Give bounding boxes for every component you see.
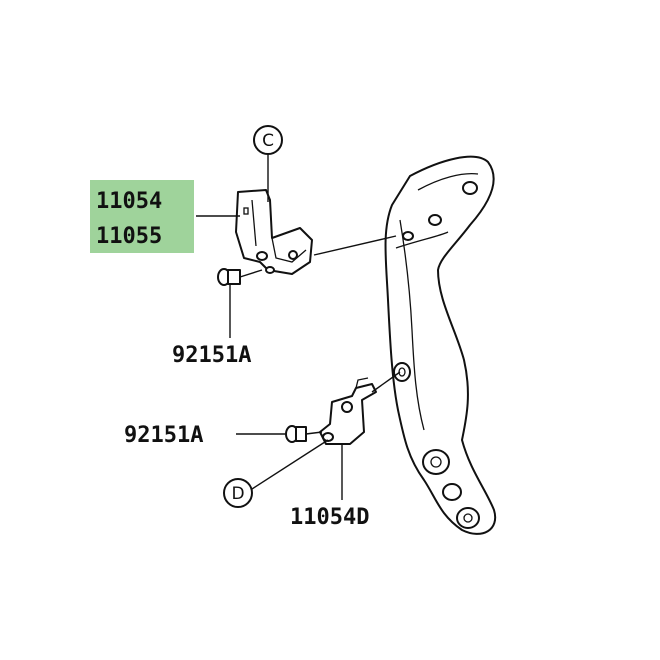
lower-bracket (319, 377, 377, 445)
part-number-11055: 11055 (96, 224, 162, 249)
callout-d-letter: D (231, 484, 244, 504)
part-number-11054d: 11054D (290, 505, 369, 530)
leader-lines (196, 154, 401, 500)
callout-c: C (253, 125, 283, 155)
lower-bolt (285, 425, 323, 443)
part-number-bolt-lower: 92151A (124, 423, 203, 448)
callout-c-letter: C (262, 131, 274, 151)
upper-bracket (235, 189, 313, 275)
part-number-bolt-upper: 92151A (172, 343, 251, 368)
frame-member (384, 155, 497, 535)
part-number-11054: 11054 (96, 189, 162, 214)
part-number-highlight (90, 180, 194, 253)
upper-bolt (217, 268, 263, 286)
callout-d: D (223, 478, 253, 508)
